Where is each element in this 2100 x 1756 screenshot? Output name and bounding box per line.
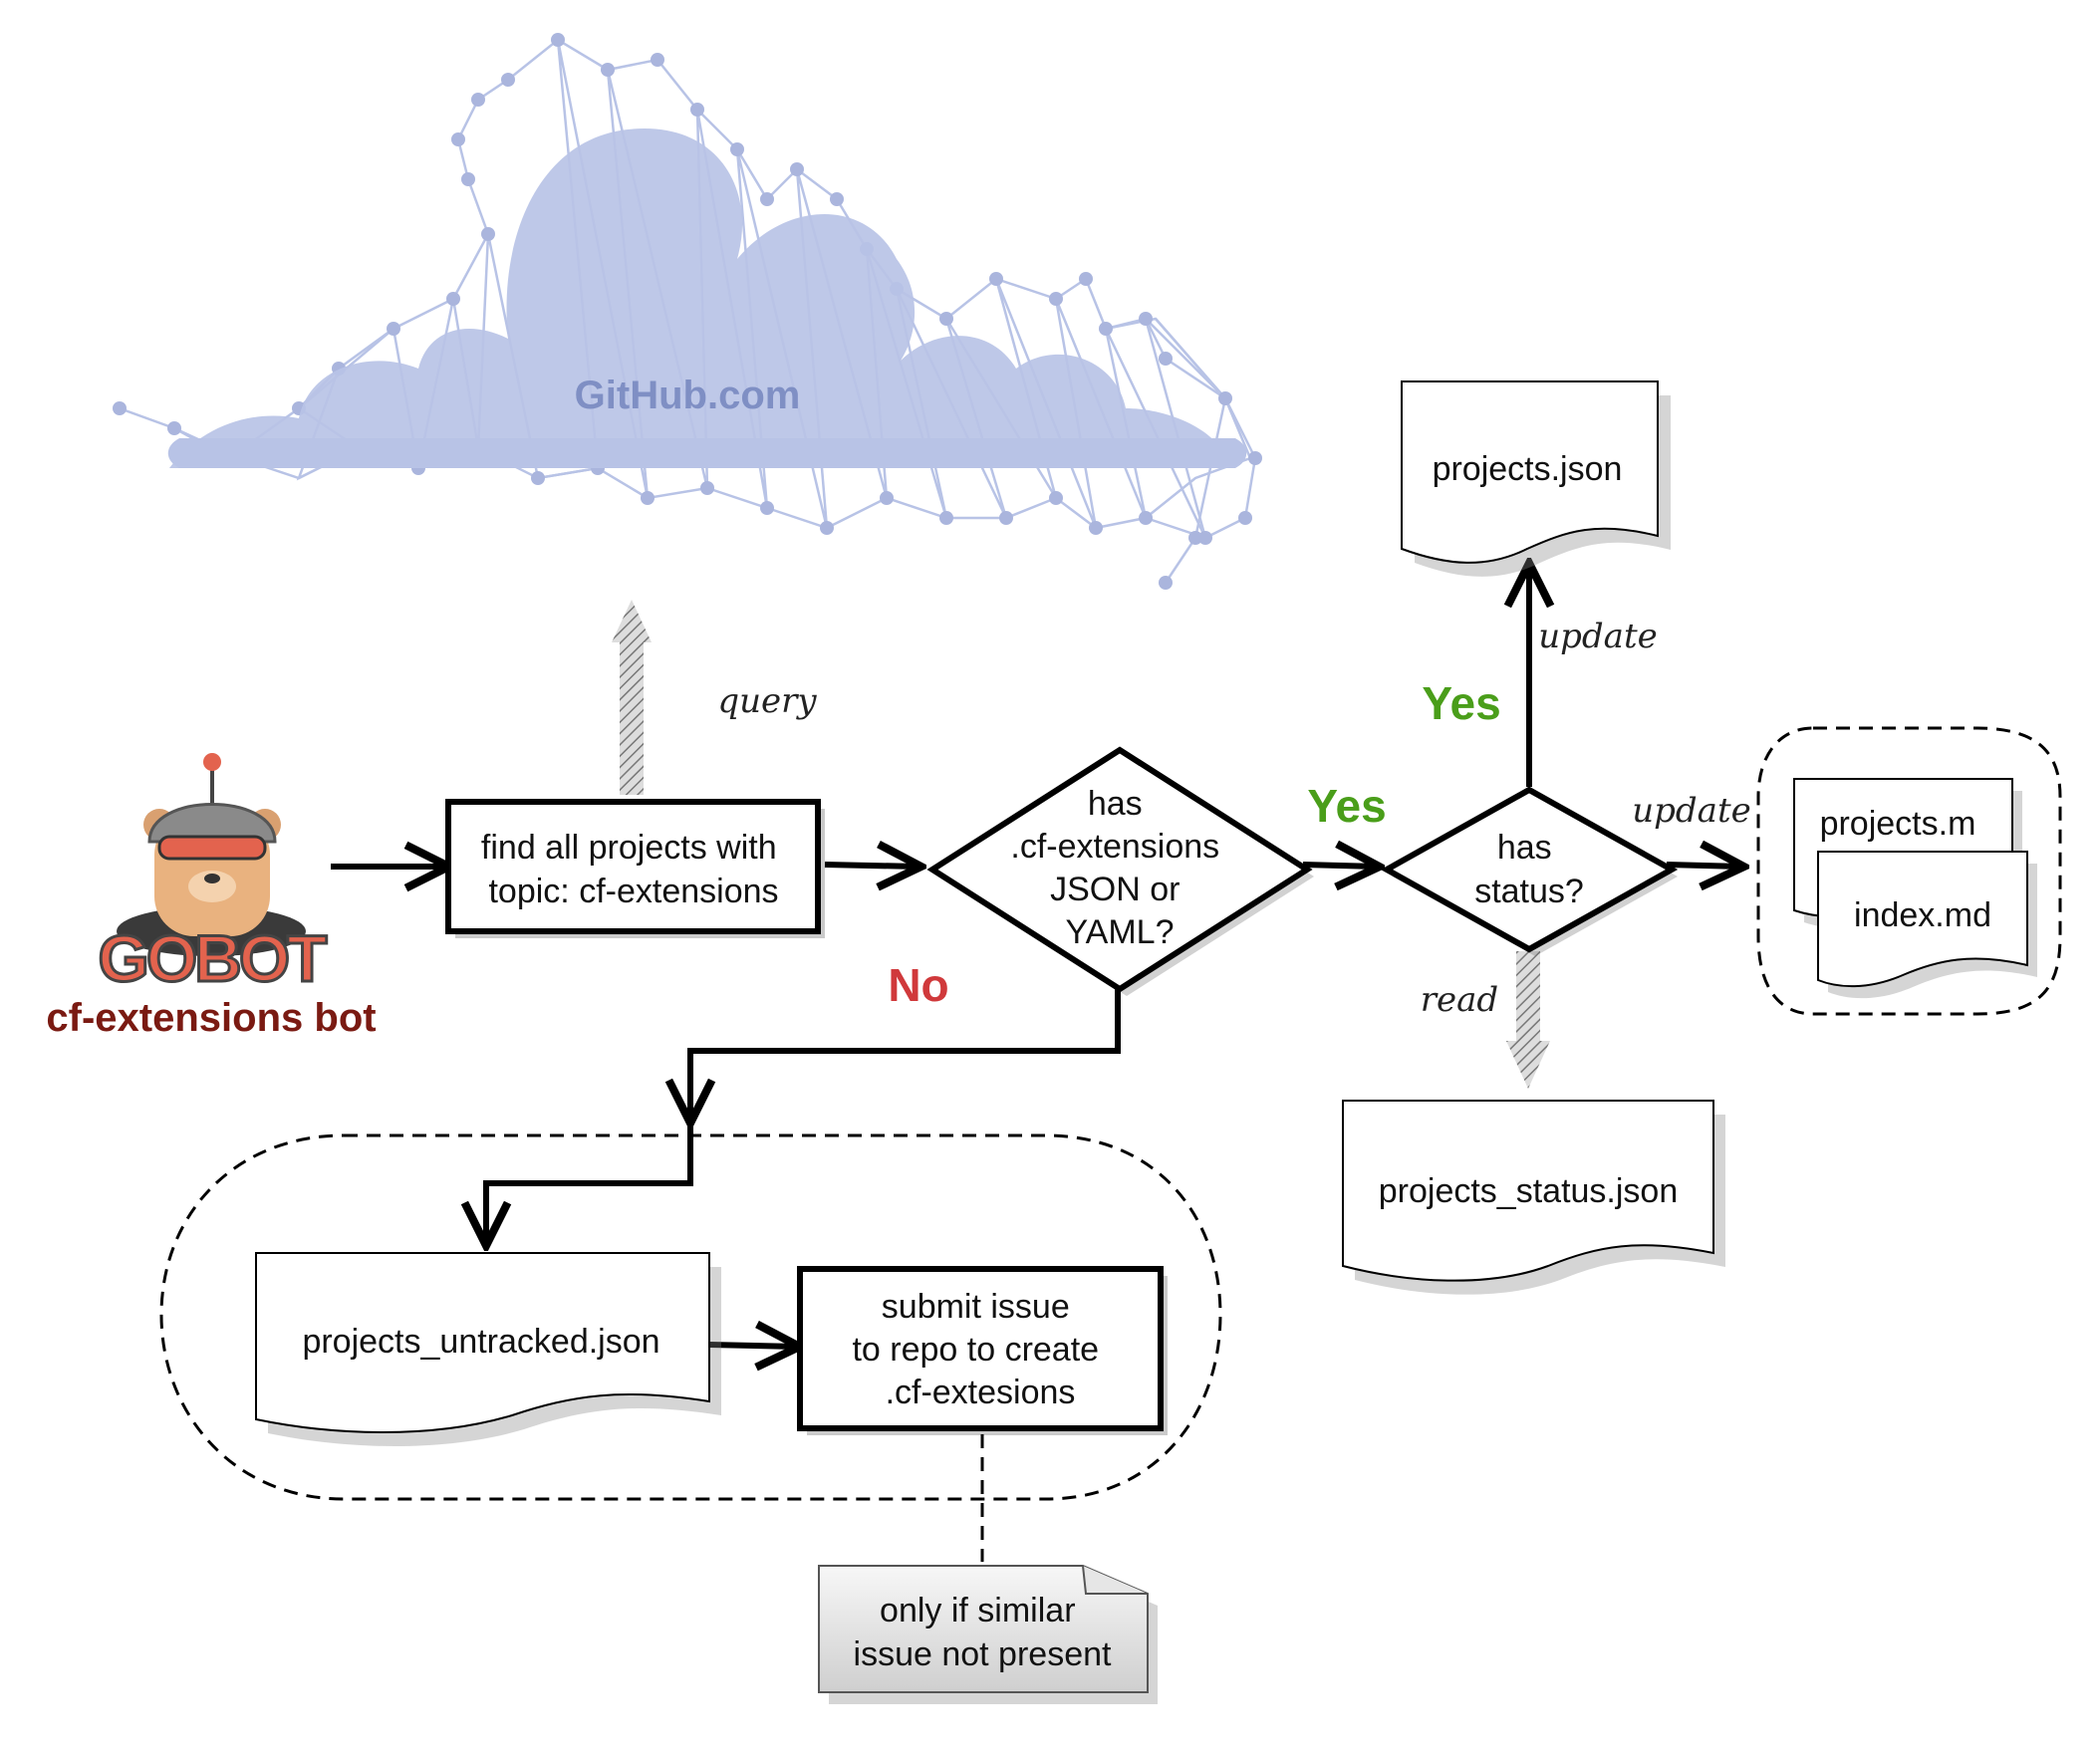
read-hatched-arrow <box>1506 951 1550 1089</box>
submit-issue-line-3: .cf-extesions <box>886 1374 1076 1411</box>
gobot-mascot: GOBOT cf-extensions bot <box>46 753 377 1040</box>
gobot-nose <box>204 874 220 883</box>
gobot-helmet <box>147 803 277 844</box>
untracked-group-outline <box>159 1133 1222 1501</box>
update-label-right: update <box>1632 791 1750 831</box>
projects-untracked-json-doc: projects_untracked.json <box>255 1252 721 1446</box>
note-line-1: only if similar <box>880 1592 1075 1630</box>
decision-line-1: has <box>1088 785 1143 823</box>
svg-text:has .cf-extensions: has .cf-extensions JSON or YAML? <box>1010 785 1228 951</box>
index-md-label: index.md <box>1854 896 1991 934</box>
gobot-logo-text: GOBOT <box>99 921 328 995</box>
svg-text:has status?: has status? <box>1474 829 1584 910</box>
projects-json-doc: projects.json <box>1401 380 1671 577</box>
find-projects-box: find all projects with topic: cf-extensi… <box>445 799 825 938</box>
status-line-2: status? <box>1474 873 1584 910</box>
projects-untracked-json-label: projects_untracked.json <box>302 1323 659 1361</box>
find-projects-line-2: topic: cf-extensions <box>488 873 778 910</box>
decision-has-status: has status? <box>1380 786 1679 956</box>
arrow-into-group <box>486 1126 693 1243</box>
svg-text:find all projects with t: find all projects with topic: cf-extensi… <box>481 829 786 910</box>
submit-issue-box: submit issue to repo to create .cf-extes… <box>797 1266 1168 1435</box>
github-cloud: GitHub.com <box>113 33 1262 590</box>
projects-md-label: projects.m <box>1820 805 1976 843</box>
arrow-decision-yes <box>1302 865 1377 867</box>
decision-line-2: .cf-extensions <box>1010 828 1219 866</box>
yes-label-decision: Yes <box>1307 780 1386 832</box>
decision-has-cf-extensions: has .cf-extensions JSON or YAML? <box>926 746 1314 996</box>
submit-issue-line-2: to repo to create <box>852 1331 1099 1369</box>
bot-caption: cf-extensions bot <box>46 996 376 1040</box>
index-md-doc: index.md <box>1817 851 2037 999</box>
gobot-snout <box>188 871 236 902</box>
projects-json-label: projects.json <box>1433 450 1623 488</box>
note-box: only if similar issue not present <box>818 1565 1158 1704</box>
decision-line-3: JSON or <box>1050 871 1180 908</box>
gobot-visor <box>157 835 267 861</box>
read-label: read <box>1421 980 1498 1020</box>
cloud-base <box>167 438 1247 468</box>
query-hatched-arrow <box>612 600 652 795</box>
cloud-shape <box>169 128 1235 468</box>
svg-text:submit issue to repo to: submit issue to repo to create .cf-extes… <box>852 1288 1108 1411</box>
yes-label-status: Yes <box>1422 677 1500 729</box>
decision-line-4: YAML? <box>1066 913 1175 951</box>
arrow-untracked-to-submit <box>708 1345 797 1347</box>
submit-issue-line-1: submit issue <box>882 1288 1070 1326</box>
arrow-status-to-md <box>1666 865 1741 867</box>
update-label-top: update <box>1538 617 1657 656</box>
find-projects-line-1: find all projects with <box>481 829 777 867</box>
svg-text:only if similar issue no: only if similar issue not present <box>854 1592 1112 1673</box>
no-label: No <box>888 959 948 1011</box>
query-label: query <box>717 681 817 721</box>
connectors <box>331 566 1741 1347</box>
arrow-decision-no <box>690 981 1121 1121</box>
projects-status-json-doc: projects_status.json <box>1342 1100 1725 1295</box>
status-line-1: has <box>1497 829 1552 867</box>
note-line-2: issue not present <box>854 1635 1112 1673</box>
output-group-outline <box>1756 726 2062 1016</box>
cloud-label: GitHub.com <box>575 374 801 417</box>
arrow-find-to-decision <box>824 865 919 867</box>
projects-status-json-label: projects_status.json <box>1379 1172 1679 1210</box>
gobot-antenna-ball <box>203 753 221 771</box>
